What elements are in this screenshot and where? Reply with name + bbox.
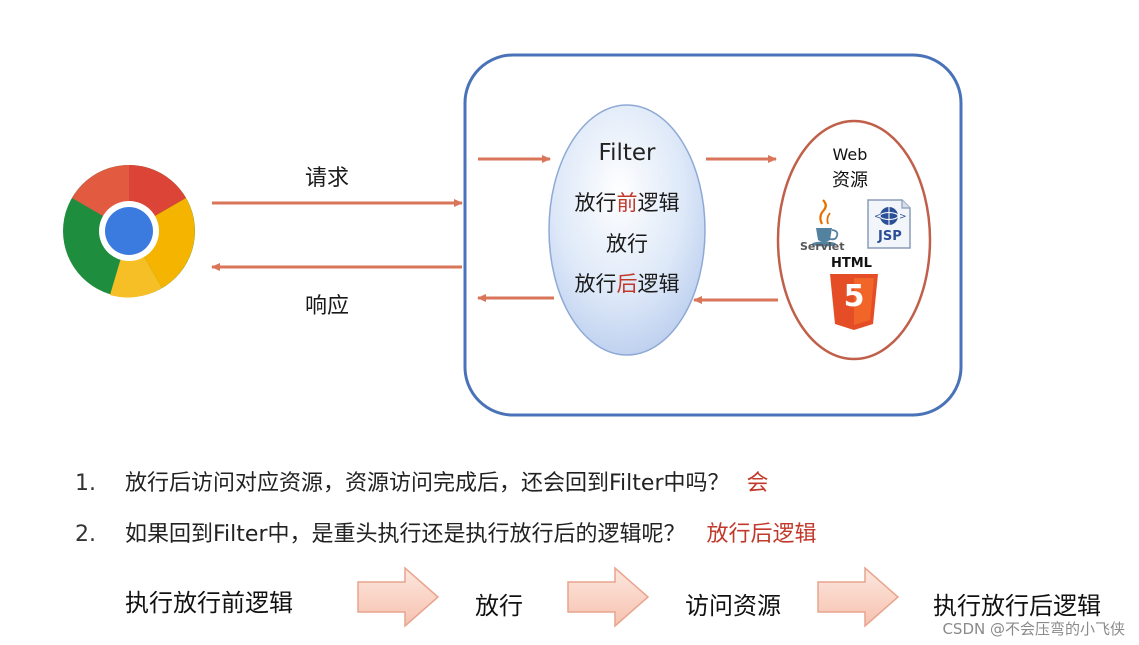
question-1-text: 放行后访问对应资源，资源访问完成后，还会回到Filter中吗？ (125, 471, 730, 496)
svg-text:>: > (899, 212, 907, 222)
chrome-icon (63, 165, 195, 298)
jsp-icon: < > (867, 199, 911, 249)
question-1-answer: 会 (746, 471, 769, 496)
resource-label: 资源 (832, 170, 868, 191)
web-label: Web (832, 145, 868, 164)
question-2: 2. 如果回到Filter中，是重头执行还是执行放行后的逻辑呢？ 放行后逻辑 (75, 516, 817, 548)
request-label: 请求 (305, 166, 350, 191)
response-label: 响应 (305, 294, 350, 319)
question-2-number: 2. (75, 522, 96, 547)
web-resource-ellipse (776, 119, 932, 361)
html5-digit: 5 (843, 279, 865, 314)
flow-arrow-1 (357, 566, 440, 628)
question-2-answer: 放行后逻辑 (706, 522, 817, 547)
flow-step-before-logic: 执行放行前逻辑 (125, 589, 293, 617)
question-2-text: 如果回到Filter中，是重头执行还是执行放行后的逻辑呢？ (125, 522, 686, 547)
html-label: HTML (831, 256, 872, 271)
filter-after-logic: 放行后逻辑 (574, 272, 680, 296)
question-1: 1. 放行后访问对应资源，资源访问完成后，还会回到Filter中吗？ 会 (75, 465, 769, 497)
html5-icon (830, 274, 878, 330)
filter-ellipse (548, 104, 706, 356)
flow-arrow-3 (817, 566, 900, 628)
filter-before-logic: 放行前逻辑 (574, 191, 680, 215)
servlet-icon (812, 199, 839, 247)
question-1-number: 1. (75, 471, 96, 496)
watermark: CSDN @不会压弯的小飞侠 (942, 620, 1125, 638)
flow-step-pass: 放行 (475, 592, 523, 620)
filter-pass: 放行 (606, 232, 648, 256)
jsp-label: JSP (878, 229, 902, 244)
flow-step-after-logic: 执行放行后逻辑 (933, 592, 1101, 620)
servlet-label: Servlet (800, 240, 845, 253)
filter-title: Filter (598, 140, 656, 166)
server-frame (463, 53, 963, 417)
flow-step-access-resource: 访问资源 (685, 592, 781, 620)
flow-arrow-2 (567, 566, 650, 628)
svg-text:<: < (874, 212, 882, 222)
